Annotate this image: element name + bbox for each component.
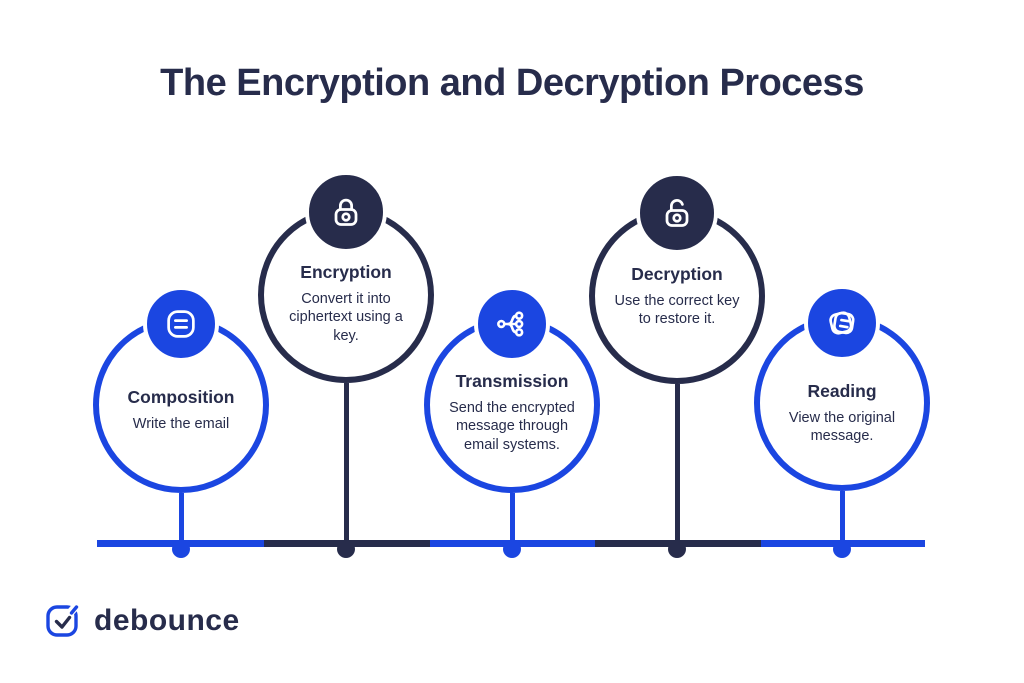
page-title: The Encryption and Decryption Process (160, 62, 864, 104)
step-description: Convert it into ciphertext using a key. (289, 291, 403, 344)
step-node-reading: Reading View the original message. (754, 285, 930, 558)
step-label: Encryption Convert it into ciphertext us… (266, 262, 426, 345)
step-description: Write the email (132, 416, 230, 432)
connector-dot (503, 540, 521, 558)
step-title: Composition (127, 387, 235, 407)
connector-dot (668, 540, 686, 558)
step-title: Decryption (631, 264, 723, 284)
step-node-composition: Composition Write the email (93, 286, 269, 558)
lock-closed-icon (305, 171, 387, 253)
step-description: Use the correct key to restore it. (614, 293, 740, 328)
notes-stack-icon (804, 285, 880, 361)
connector-stem (178, 493, 184, 549)
note-compose-icon (143, 286, 219, 362)
step-title: Transmission (455, 371, 569, 391)
brand-name: debounce (94, 604, 240, 637)
checkmark-logo-icon (44, 601, 84, 641)
connector-stem (509, 493, 515, 549)
step-title: Encryption (300, 262, 392, 282)
step-description: View the original message. (788, 410, 896, 445)
step-node-decryption: Decryption Use the correct key to restor… (589, 172, 765, 558)
step-node-encryption: Encryption Convert it into ciphertext us… (258, 171, 434, 558)
brand-logo: debounce (44, 601, 240, 641)
connector-dot (172, 540, 190, 558)
step-title: Reading (807, 381, 877, 401)
lock-open-icon (636, 172, 718, 254)
step-node-transmission: Transmission Send the encrypted message … (424, 286, 600, 558)
step-label: Composition Write the email (101, 387, 261, 433)
connector-stem (674, 384, 680, 549)
connector-dot (337, 540, 355, 558)
step-label: Decryption Use the correct key to restor… (597, 264, 757, 329)
connector-stem (343, 383, 349, 549)
connector-stem (839, 491, 845, 549)
connector-dot (833, 540, 851, 558)
step-label: Transmission Send the encrypted message … (432, 371, 592, 454)
step-label: Reading View the original message. (762, 381, 922, 446)
network-share-icon (474, 286, 550, 362)
step-description: Send the encrypted message through email… (449, 400, 575, 453)
